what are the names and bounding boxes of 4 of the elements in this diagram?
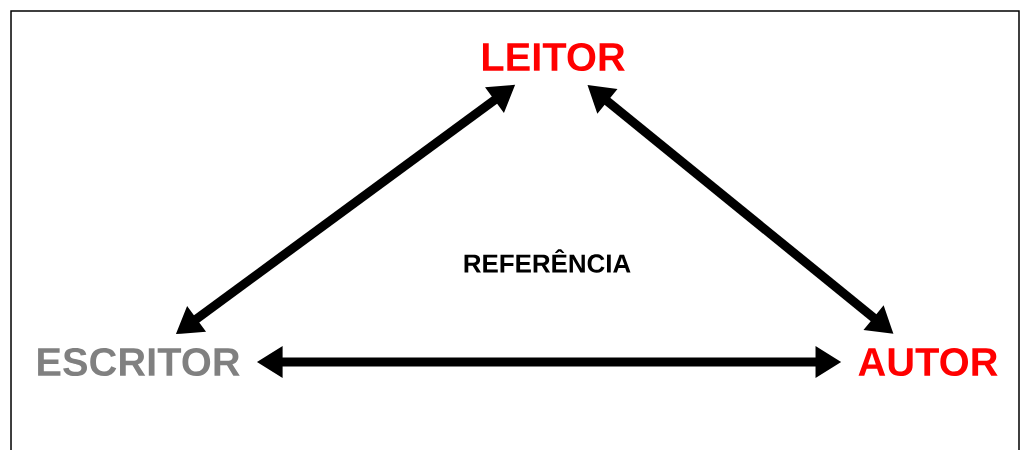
node-label: ESCRITOR bbox=[38, 347, 240, 377]
node-label: LEITOR bbox=[483, 42, 625, 72]
node-label: AUTOR bbox=[858, 347, 998, 377]
center-label: REFERÊNCIA bbox=[464, 249, 631, 273]
